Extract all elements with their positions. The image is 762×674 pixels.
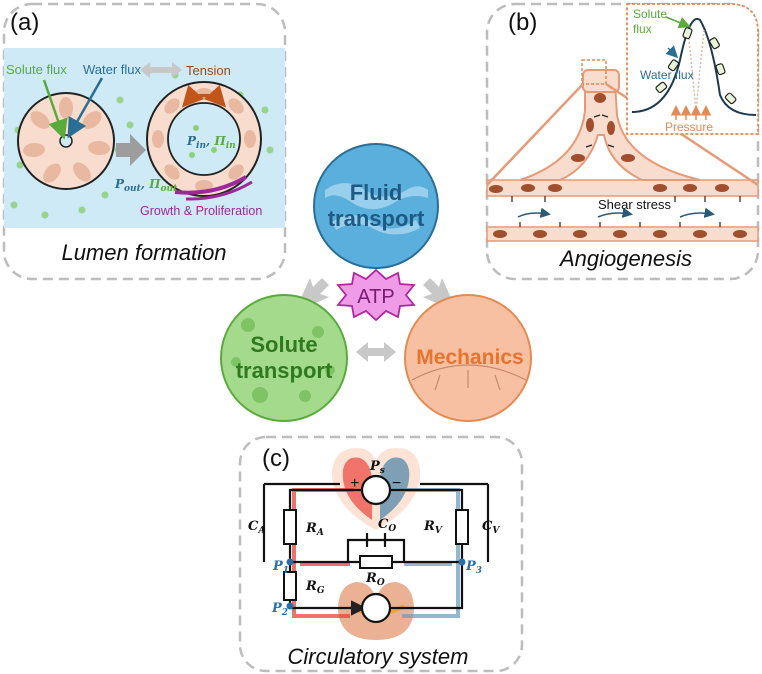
panel-c-tag: (c) <box>262 445 290 472</box>
inset-membrane <box>631 17 757 116</box>
panel-c-frame <box>238 435 524 673</box>
organoid-right <box>146 81 262 201</box>
inset: Solute flux Water flux Pressure <box>626 3 759 135</box>
organoid-left <box>17 92 115 190</box>
panel-b-caption: Angiogenesis <box>558 246 692 271</box>
inset-pressure-label: Pressure <box>665 120 713 134</box>
pump-ps <box>360 474 392 506</box>
panel-a-frame <box>2 2 287 281</box>
rg-label: RG <box>305 579 325 596</box>
plus-label: + <box>350 475 359 492</box>
panel-b: Shear stress <box>485 2 760 281</box>
solute-flux-label: Solute flux <box>6 62 67 77</box>
vessel-top-wall <box>486 179 759 197</box>
atp-star <box>336 268 416 322</box>
shear-arrows <box>517 207 715 218</box>
p-out-label: Pout, Πout <box>114 177 178 194</box>
mechanics-force-icon <box>411 364 527 391</box>
cv-label: CV <box>482 519 500 536</box>
solute-flux-arrow <box>42 79 68 140</box>
rv-label: RV <box>423 519 443 536</box>
channel-icons <box>655 27 737 105</box>
pump-organ <box>360 592 392 624</box>
circuit-wires <box>262 482 490 616</box>
p2-label: P2 <box>271 601 288 618</box>
center-hub: Fluid transport Solute transport Mechani… <box>220 143 532 422</box>
panel-a: Solute flux Water flux Tension <box>2 2 287 281</box>
minus-label: − <box>392 475 401 492</box>
zoom-line-left <box>486 83 584 186</box>
zoom-box <box>581 59 607 85</box>
p3-label: P3 <box>465 559 482 576</box>
water-flux-arrow <box>67 77 104 139</box>
p-in-label: Pin, Πin <box>186 134 236 151</box>
panel-c: Ps + − CA RA CO RV CV P1 RO P3 RG P2 (c)… <box>238 435 524 673</box>
connector-solute-mechanics-icon <box>356 342 396 362</box>
inset-solute-label: Solute <box>633 7 667 21</box>
double-arrow-icon <box>140 62 182 78</box>
panel-c-caption: Circulatory system <box>288 644 469 669</box>
p1-label: P1 <box>272 559 289 576</box>
fluid-transport-line1: Fluid <box>350 180 403 205</box>
svg-text:Pout, Πout: Pout, Πout <box>114 177 178 194</box>
panel-a-caption: Lumen formation <box>61 240 226 265</box>
panel-b-tag: (b) <box>508 9 537 36</box>
panel-b-frame <box>485 2 760 281</box>
resistor-ra <box>283 509 297 545</box>
solute-transport-line1: Solute <box>250 332 317 357</box>
resistor-rg <box>283 571 297 601</box>
progression-arrow-icon <box>116 134 146 166</box>
resistor-rv <box>455 509 469 545</box>
ps-label: Ps <box>369 459 385 476</box>
svg-text:Pin, Πin: Pin, Πin <box>186 134 236 151</box>
ca-label: CA <box>248 519 265 536</box>
tension-label: Tension <box>186 63 231 78</box>
shear-stress-label: Shear stress <box>598 197 671 212</box>
solute-transport-line2: transport <box>236 358 333 383</box>
inset-water-flux-label: Water flux <box>640 68 694 82</box>
growth-label: Growth & Proliferation <box>140 204 262 218</box>
fluid-transport-line2: transport <box>328 206 425 231</box>
ro-label: RO <box>365 571 385 588</box>
cell-junctions <box>511 114 741 227</box>
fluid-waves-icon <box>325 183 428 235</box>
panel-a-tag: (a) <box>10 9 39 36</box>
water-flux-label: Water flux <box>83 62 142 77</box>
ra-label: RA <box>305 521 324 538</box>
mechanics-label: Mechanics <box>416 346 523 369</box>
inset-flux-label: flux <box>633 22 652 36</box>
co-label: CO <box>378 517 396 534</box>
nuclei <box>489 93 747 238</box>
resistor-ro <box>359 555 393 569</box>
solute-particles-icon <box>231 318 335 403</box>
capacitors <box>365 533 387 547</box>
nodes <box>286 558 466 610</box>
atp-label: ATP <box>357 286 394 308</box>
